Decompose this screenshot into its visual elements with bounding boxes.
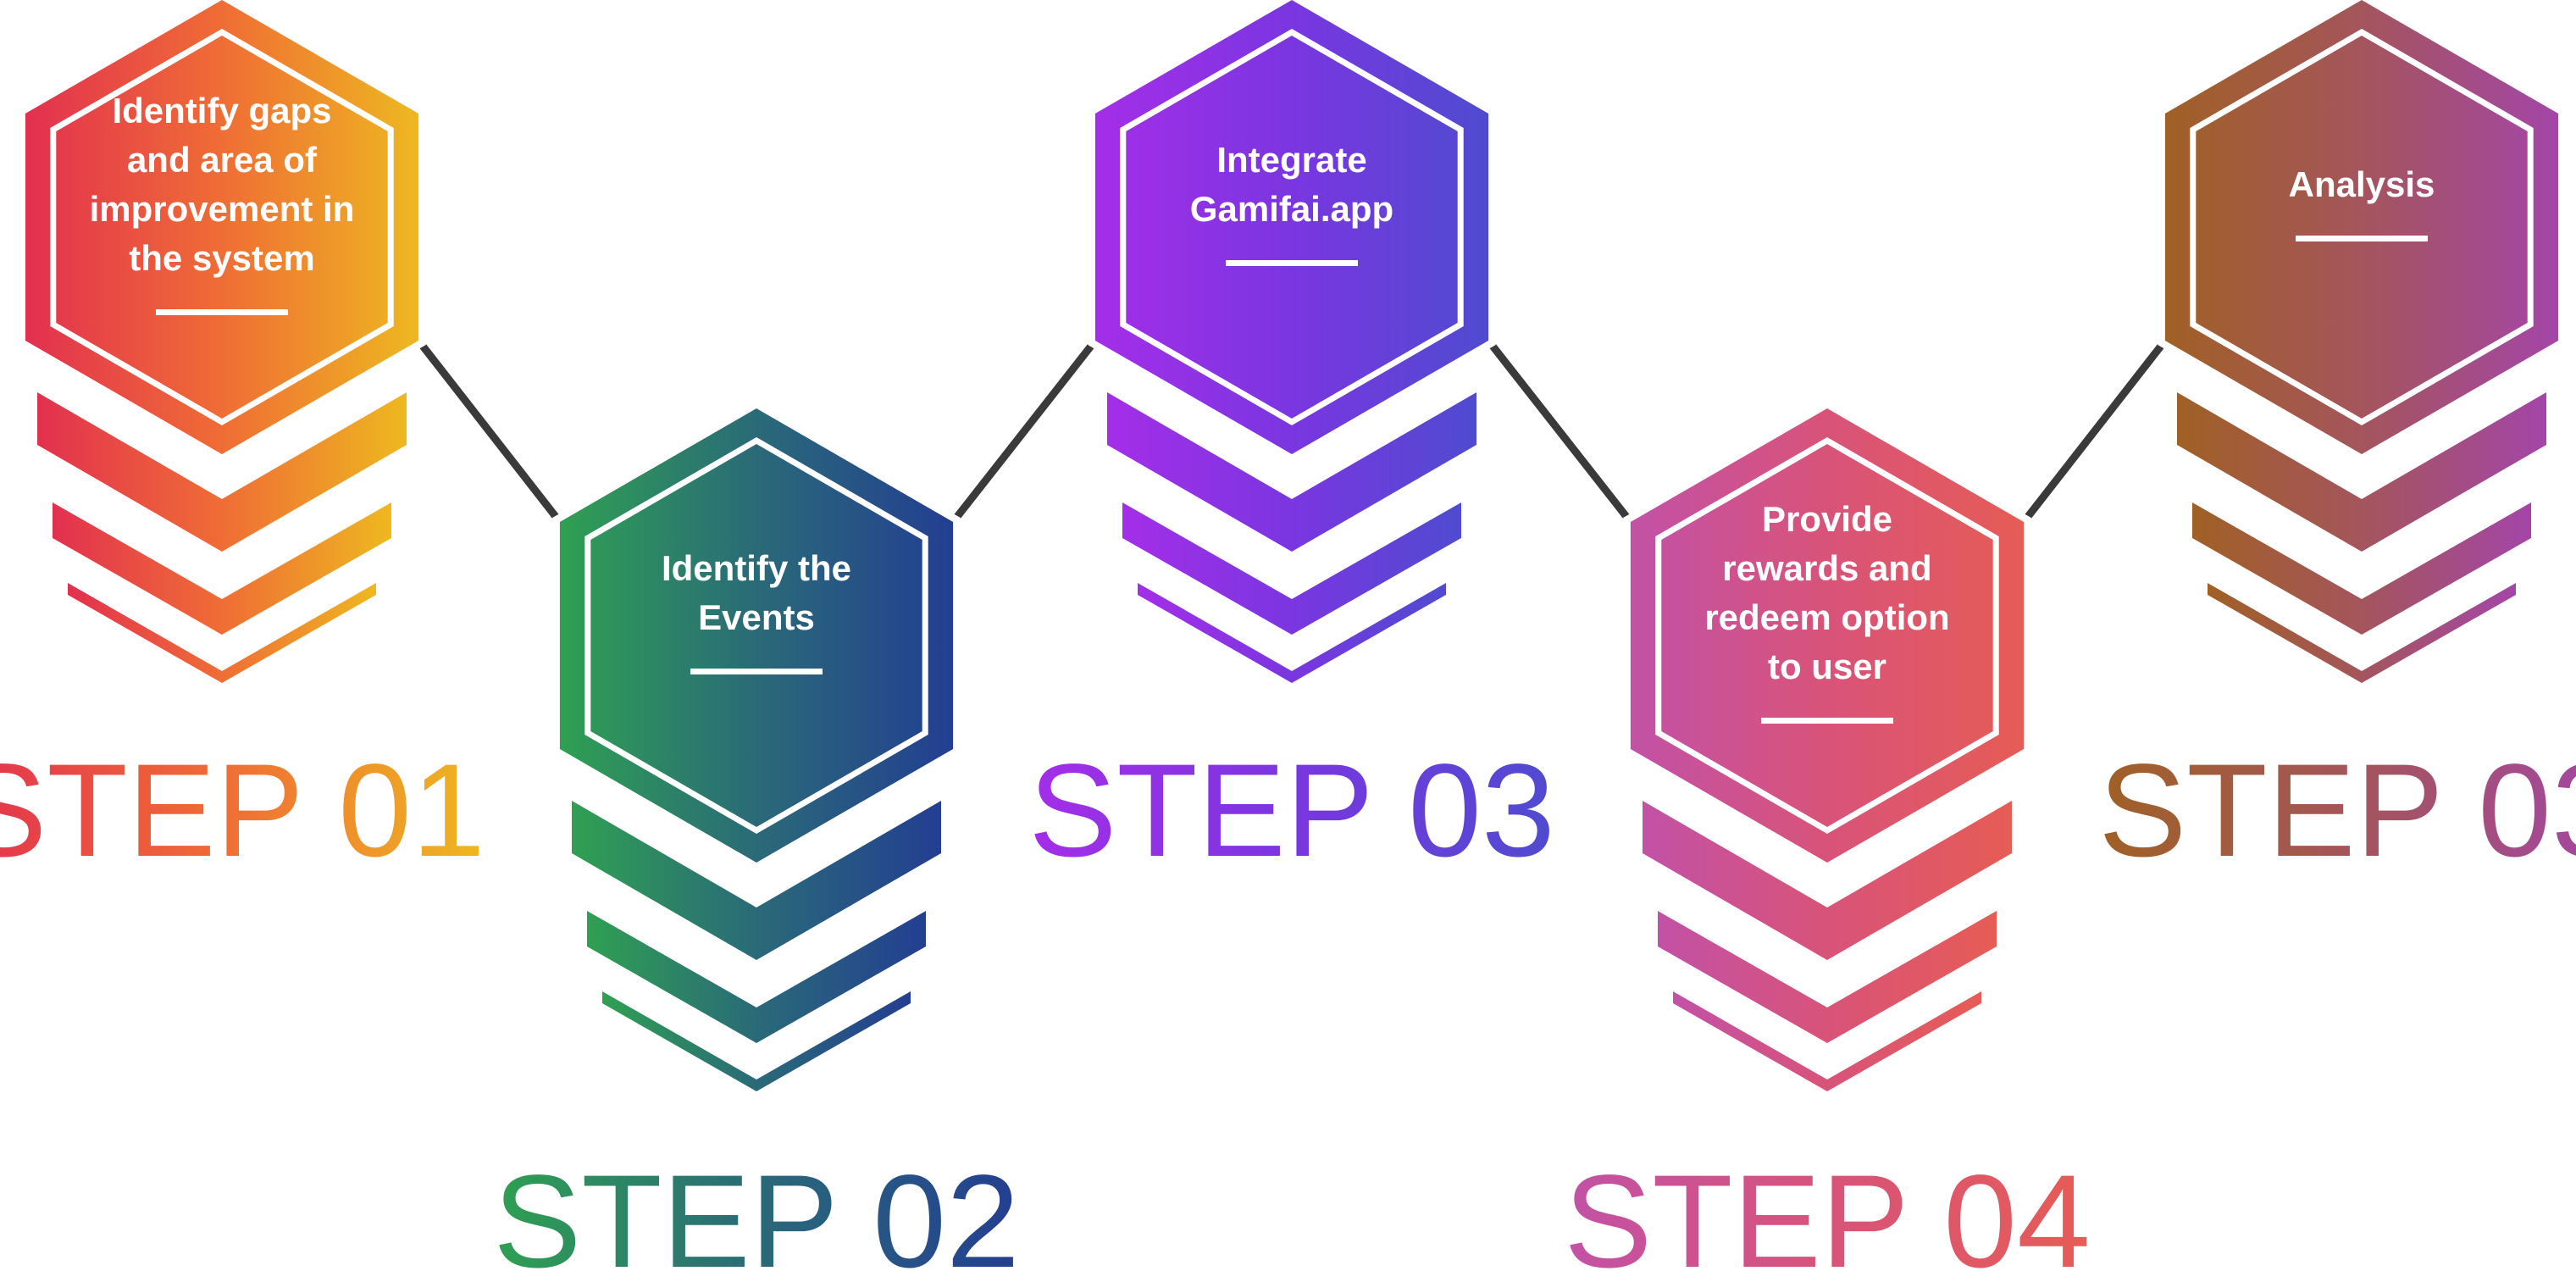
connector-line [415, 338, 563, 524]
hexagon-inner-outline [1120, 28, 1464, 426]
step-description-line: rewards and [1722, 548, 1931, 588]
step-description-line: Identify the [662, 548, 851, 588]
connector-line [1485, 338, 1634, 524]
step-description-line: Identify gaps [112, 91, 331, 130]
step-label: STEP 01 [0, 737, 485, 885]
hexagon-shape [559, 408, 954, 863]
step-description-line: Analysis [2289, 164, 2435, 204]
connector-line [950, 338, 1099, 524]
step-description-line: redeem option [1704, 597, 1949, 637]
chevron-arrow-icon [1658, 911, 1997, 1043]
underline-bar [1226, 260, 1358, 266]
hexagon-shape [25, 0, 419, 454]
chevron-arrow-icon [1107, 392, 1476, 552]
chevron-arrow-icon [587, 911, 926, 1043]
chevron-arrow-icon [37, 392, 407, 552]
chevron-arrow-icon [2177, 392, 2546, 552]
underline-bar [156, 309, 288, 315]
hexagon-inner-outline [2190, 28, 2534, 426]
step-card-1: Identify gaps and area of improvement in th… [0, 0, 485, 885]
step-description-line: improvement in [90, 189, 355, 229]
step-label: STEP 02 [493, 1148, 1020, 1271]
step-description-line: the system [129, 238, 314, 278]
chevron-arrow-icon [572, 801, 941, 960]
step-description-line: Integrate [1216, 140, 1366, 180]
connector-lines [415, 338, 2169, 524]
step-description-line: and area of [127, 140, 318, 180]
step-card-4: Provide rewards and redeem option to userST… [1564, 400, 2091, 1271]
step-description-line: Provide [1762, 499, 1892, 539]
chevron-arrow-icon [1643, 801, 2012, 960]
chevron-arrow-icon [1122, 502, 1461, 635]
connector-line [2020, 338, 2169, 524]
underline-bar [2296, 236, 2428, 241]
hexagon-inner-outline [584, 436, 928, 835]
chevron-arrow-icon [2192, 502, 2531, 635]
hexagon-shape [1630, 408, 2025, 863]
step-description-line: Gamifai.app [1190, 189, 1393, 229]
step-description-line: Events [698, 597, 815, 637]
underline-bar [1761, 718, 1893, 724]
step-label: STEP 03 [1028, 737, 1555, 885]
step-description-line: to user [1768, 647, 1886, 686]
hexagon-shape [1094, 0, 1489, 454]
step-label: STEP 04 [1564, 1148, 2091, 1271]
chevron-arrow-icon [53, 502, 391, 635]
step-label: STEP 03 [2098, 737, 2576, 885]
hexagon-inner-outline [1655, 436, 1999, 835]
underline-bar [690, 669, 823, 674]
hexagon-inner-outline [50, 28, 394, 426]
hexagon-shape [2164, 0, 2559, 454]
